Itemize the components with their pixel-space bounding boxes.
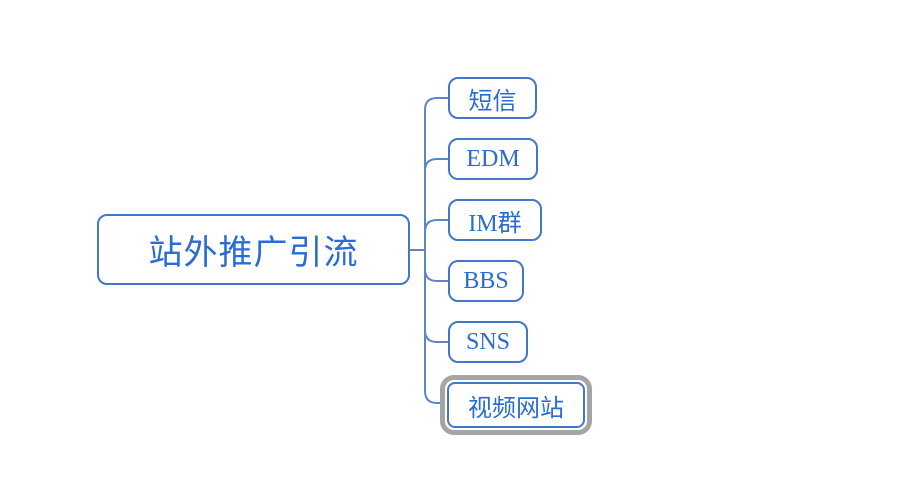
selection-border: 视频网站 (440, 375, 592, 435)
node-video-site[interactable]: 视频网站 (447, 382, 585, 428)
connector-to-video-site (424, 250, 448, 404)
node-edm[interactable]: EDM (448, 138, 538, 180)
node-sns-label: SNS (465, 328, 511, 355)
connector-to-sns (424, 250, 448, 343)
node-sms[interactable]: 短信 (448, 77, 537, 119)
node-edm-label: EDM (466, 145, 520, 172)
root-node-offsite-promotion[interactable]: 站外推广引流 (97, 214, 410, 285)
connector-to-bbs (424, 250, 448, 282)
connector-to-edm (424, 158, 448, 250)
connector-to-im-group (424, 219, 448, 250)
node-bbs-label: BBS (463, 267, 509, 294)
node-bbs[interactable]: BBS (448, 260, 524, 302)
node-sns[interactable]: SNS (448, 321, 528, 363)
connector-to-sms (424, 97, 448, 250)
node-im-group-label: IM群 (468, 210, 522, 237)
node-im-group[interactable]: IM群 (448, 199, 542, 241)
root-node-label: 站外推广引流 (148, 235, 359, 272)
node-video-site-label: 视频网站 (468, 395, 564, 422)
node-sms-label: 短信 (468, 88, 517, 115)
